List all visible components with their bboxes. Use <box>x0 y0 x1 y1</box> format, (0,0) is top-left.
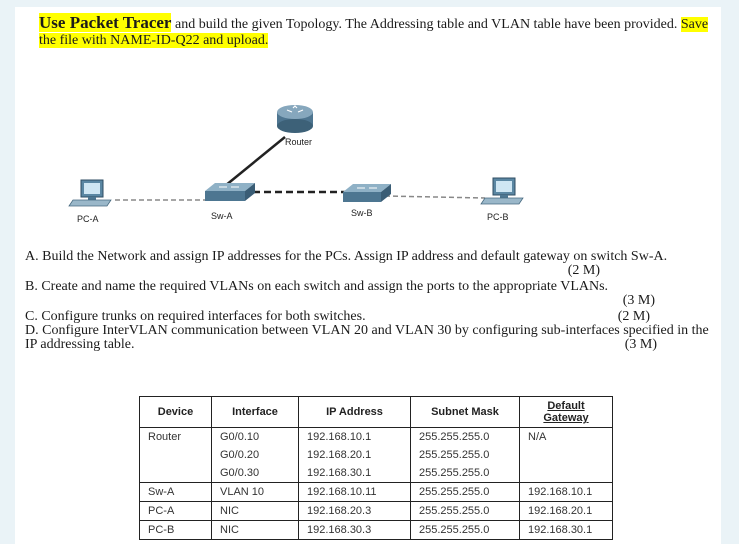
cell: 255.255.255.0 <box>410 464 520 483</box>
router-label: Router <box>285 137 312 147</box>
task-list: A. Build the Network and assign IP addre… <box>25 250 715 354</box>
pc-b-label: PC-B <box>487 212 509 222</box>
cell: Router <box>139 427 212 446</box>
task-a: A. Build the Network and assign IP addre… <box>25 250 715 280</box>
router-icon <box>277 105 313 133</box>
cell: 255.255.255.0 <box>410 482 520 502</box>
task-b-text: B. Create and name the required VLANs on… <box>25 279 609 294</box>
table-row: PC-A NIC 192.168.20.3 255.255.255.0 192.… <box>139 501 613 521</box>
cell <box>139 464 212 483</box>
cell: VLAN 10 <box>211 482 299 502</box>
cell: 192.168.10.11 <box>298 482 411 502</box>
task-c-text: C. Configure trunks on required interfac… <box>25 309 366 324</box>
cell: 255.255.255.0 <box>410 520 520 540</box>
instructions: Use Packet Tracer and build the given To… <box>39 13 719 49</box>
pc-a-label: PC-A <box>77 214 99 224</box>
col-interface: Interface <box>211 396 299 428</box>
switch-b-icon <box>343 184 391 202</box>
cell: 192.168.30.1 <box>298 464 411 483</box>
cell: NIC <box>211 501 299 521</box>
table-row: Sw-A VLAN 10 192.168.10.11 255.255.255.0… <box>139 482 613 502</box>
col-device: Device <box>139 396 212 428</box>
cell: 255.255.255.0 <box>410 427 520 446</box>
cell: PC-A <box>139 501 212 521</box>
task-a-marks: (2 M) <box>567 263 600 278</box>
col-gateway: Default Gateway <box>519 396 613 428</box>
task-c-marks: (2 M) <box>617 309 650 324</box>
cell <box>519 446 613 464</box>
pc-b-icon <box>480 177 524 205</box>
cell: 192.168.10.1 <box>519 482 613 502</box>
cell: 192.168.20.3 <box>298 501 411 521</box>
cell: 192.168.20.1 <box>298 446 411 464</box>
sw-b-label: Sw-B <box>351 208 373 218</box>
cell: N/A <box>519 427 613 446</box>
cell: G0/0.30 <box>211 464 299 483</box>
cell: 255.255.255.0 <box>410 446 520 464</box>
table-row: G0/0.30 192.168.30.1 255.255.255.0 <box>139 464 613 483</box>
task-d-marks: (3 M) <box>624 337 657 352</box>
cell: Sw-A <box>139 482 212 502</box>
intro-lead: Use Packet Tracer <box>39 13 172 32</box>
page: Use Packet Tracer and build the given To… <box>15 7 721 544</box>
table-row: G0/0.20 192.168.20.1 255.255.255.0 <box>139 446 613 464</box>
col-mask: Subnet Mask <box>410 396 520 428</box>
col-ip: IP Address <box>298 396 411 428</box>
task-c: C. Configure trunks on required interfac… <box>25 310 715 324</box>
task-d-text: D. Configure InterVLAN communication bet… <box>25 323 709 352</box>
link-router-swa <box>219 136 286 191</box>
link-swb-pcb <box>384 195 486 199</box>
cell: 192.168.10.1 <box>298 427 411 446</box>
cell <box>519 464 613 483</box>
cell: 255.255.255.0 <box>410 501 520 521</box>
intro-text: and build the given Topology. The Addres… <box>171 17 681 32</box>
task-a-text: A. Build the Network and assign IP addre… <box>25 249 668 264</box>
cell: 192.168.30.1 <box>519 520 613 540</box>
sw-a-label: Sw-A <box>211 211 233 221</box>
addressing-table: Device Interface IP Address Subnet Mask … <box>139 396 613 540</box>
task-b-marks: (3 M) <box>622 293 655 308</box>
pc-a-icon <box>68 179 112 207</box>
table-row: PC-B NIC 192.168.30.3 255.255.255.0 192.… <box>139 520 613 540</box>
cell: 192.168.20.1 <box>519 501 613 521</box>
switch-a-icon <box>205 183 255 201</box>
cell: NIC <box>211 520 299 540</box>
cell <box>139 446 212 464</box>
cell: 192.168.30.3 <box>298 520 411 540</box>
cell: PC-B <box>139 520 212 540</box>
topology-diagram: Router Sw-A Sw-B PC-A <box>68 105 524 224</box>
cell: G0/0.10 <box>211 427 299 446</box>
table-row: Router G0/0.10 192.168.10.1 255.255.255.… <box>139 427 613 446</box>
cell: G0/0.20 <box>211 446 299 464</box>
table-header-row: Device Interface IP Address Subnet Mask … <box>139 396 613 428</box>
task-b: B. Create and name the required VLANs on… <box>25 280 715 310</box>
task-d: D. Configure InterVLAN communication bet… <box>25 324 715 354</box>
